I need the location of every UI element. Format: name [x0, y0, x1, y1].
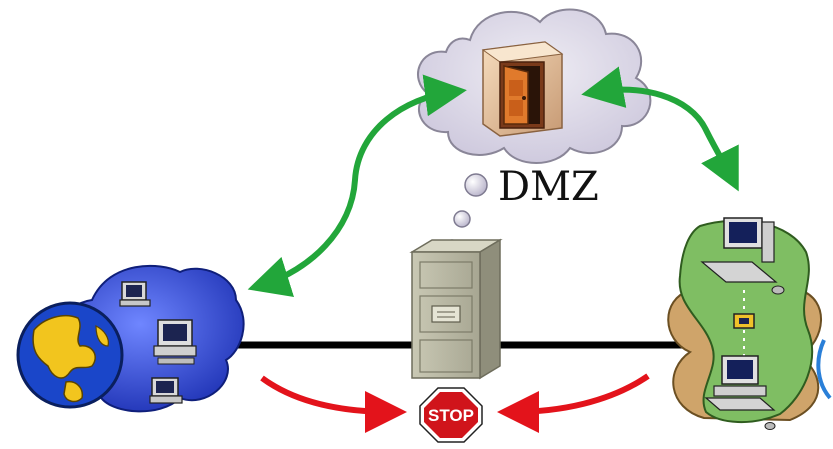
computer-icon: [700, 217, 785, 295]
internet-node: [16, 264, 245, 413]
globe-icon: [16, 301, 124, 409]
blocked-arrow-lan: [497, 373, 650, 433]
hub-icon: [733, 313, 755, 329]
blocked-arrow-internet: [260, 375, 407, 433]
dmz-label: DMZ: [498, 164, 599, 210]
computer-icon: [153, 319, 197, 365]
stop-label: STOP: [428, 406, 474, 425]
computer-icon: [119, 281, 151, 307]
stop-sign-icon: STOP: [419, 387, 483, 443]
allowed-arrow-dmz-to-lan: [581, 66, 739, 192]
internal-network-node: [667, 217, 832, 430]
door-icon: [481, 41, 564, 137]
thought-bubbles: [446, 173, 488, 251]
computer-icon: [149, 377, 183, 404]
allowed-arrow-internet-to-dmz: [247, 74, 467, 297]
computer-icon: [704, 355, 776, 430]
filing-cabinet-icon: [409, 238, 503, 380]
